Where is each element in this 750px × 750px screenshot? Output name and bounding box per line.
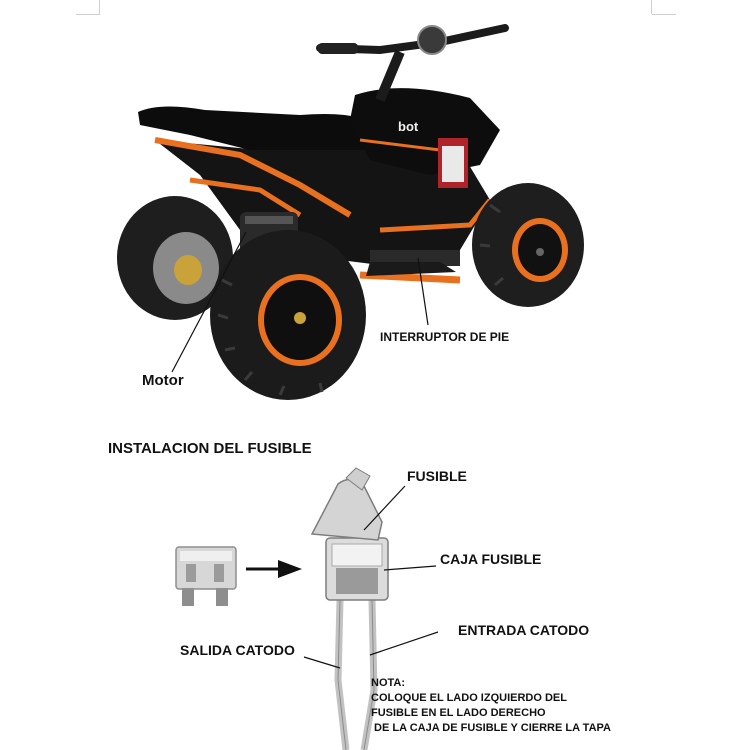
salida-catodo-label: SALIDA CATODO [180,642,295,658]
motor-leader-line [171,231,247,373]
caja-leader-line [383,565,437,571]
installation-note: NOTA: COLOQUE EL LADO IZQUIERDO DEL FUSI… [371,676,611,736]
interruptor-leader-line [417,257,429,326]
fuse-section-heading: INSTALACION DEL FUSIBLE [108,440,312,457]
fusible-leader-line [363,485,406,531]
salida-leader-line [303,656,341,669]
crop-mark-top-left-h [76,14,100,15]
note-title: NOTA: [371,677,406,689]
note-line: COLOQUE EL LADO IZQUIERDO DEL [371,692,567,704]
note-line: DE LA CAJA DE FUSIBLE Y CIERRE LA TAPA [371,722,611,734]
crop-mark-top-right-h [652,14,676,15]
caja-fusible-label: CAJA FUSIBLE [440,551,542,567]
entrada-leader-line [369,631,439,656]
crop-mark-top-right-v [651,0,652,14]
entrada-catodo-label: ENTRADA CATODO [458,622,590,638]
note-line: FUSIBLE EN EL LADO DERECHO [371,707,546,719]
fuse-illustration [175,467,389,750]
seat [138,106,370,150]
atv-illustration [117,24,584,400]
crop-mark-top-left-v [99,0,100,14]
fusible-label: FUSIBLE [407,468,467,484]
motor-label: Motor [142,372,184,389]
fuse-box-lid [310,478,383,541]
speedometer [417,25,447,55]
brand-logo-text: bot [398,119,419,134]
interruptor-label: INTERRUPTOR DE PIE [380,330,510,344]
